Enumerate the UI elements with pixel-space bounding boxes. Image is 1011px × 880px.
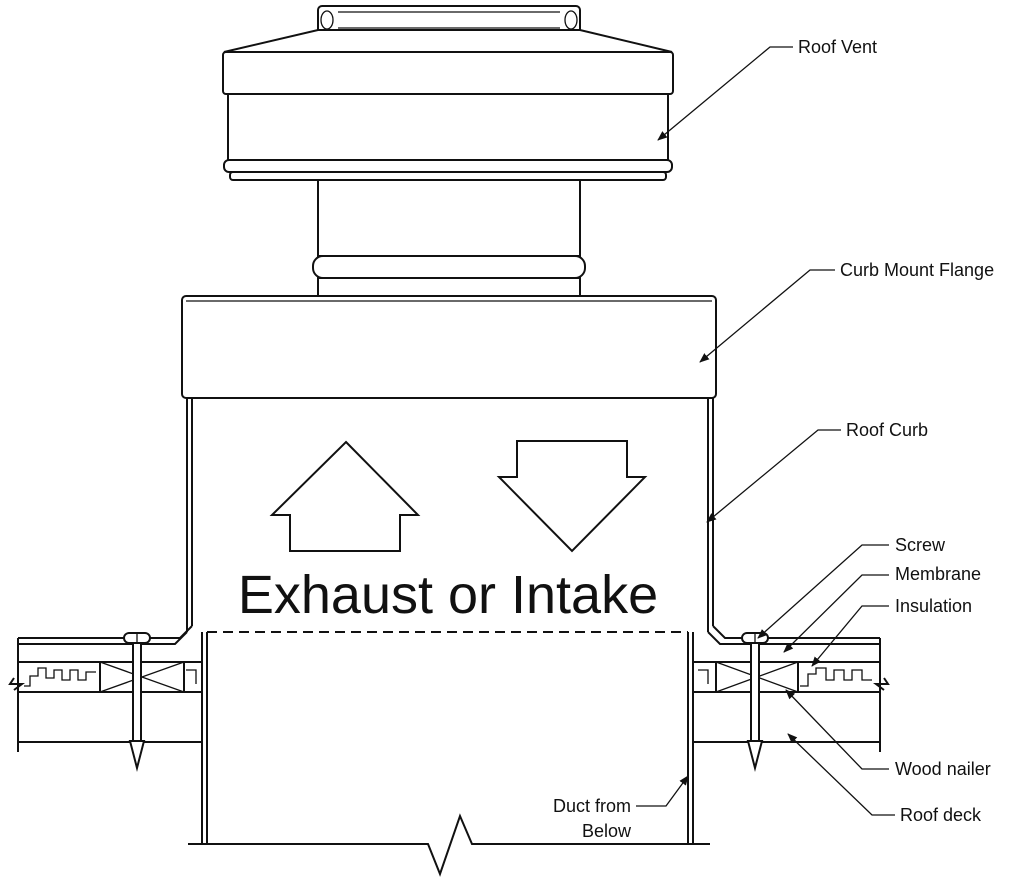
label-wood-nailer: Wood nailer	[895, 759, 991, 779]
screw-right	[741, 632, 769, 772]
screw-left	[123, 632, 151, 772]
roof-assembly-right	[694, 638, 890, 752]
roof-vent	[222, 5, 674, 297]
label-curb-mount-flange: Curb Mount Flange	[840, 260, 994, 280]
roof-assembly-left	[8, 638, 202, 752]
label-screw: Screw	[895, 535, 946, 555]
label-roof-vent: Roof Vent	[798, 37, 877, 57]
label-roof-curb: Roof Curb	[846, 420, 928, 440]
leader-lines	[636, 46, 895, 816]
flow-text: Exhaust or Intake	[238, 565, 658, 625]
intake-arrow	[496, 440, 648, 553]
label-membrane: Membrane	[895, 564, 981, 584]
label-duct-line2: Below	[582, 821, 632, 841]
exhaust-arrow	[269, 440, 421, 552]
label-duct-line1: Duct from	[553, 796, 631, 816]
label-roof-deck: Roof deck	[900, 805, 982, 825]
duct-from-below	[188, 631, 710, 877]
label-insulation: Insulation	[895, 596, 972, 616]
curb-mount-flange	[181, 295, 717, 399]
